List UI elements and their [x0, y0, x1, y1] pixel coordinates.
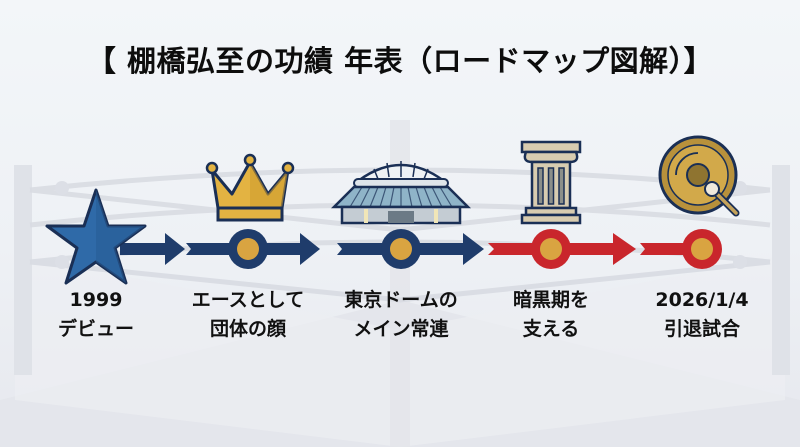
gong-icon — [658, 135, 740, 217]
milestone-line1: 暗黒期を — [512, 289, 589, 311]
timeline-node — [531, 229, 571, 269]
milestone-line2: デビュー — [57, 318, 134, 340]
page-title: 【 棚橋弘至の功績 年表（ロードマップ図解）】 — [86, 44, 714, 78]
arrow-1-icon — [120, 233, 185, 265]
milestone-line1: エースとして — [191, 289, 305, 311]
milestone-retirement: 2026/1/4 引退試合 — [617, 286, 787, 344]
milestone-ace: エースとして 団体の顔 — [163, 286, 333, 344]
milestone-line2: 支える — [522, 318, 580, 340]
milestone-line1: 2026/1/4 — [655, 289, 749, 311]
arrow-5-icon — [640, 243, 690, 255]
star-icon — [45, 188, 147, 285]
crown-icon — [205, 153, 295, 222]
milestone-line1: 1999 — [69, 289, 123, 311]
milestone-tokyo-dome: 東京ドームの メイン常連 — [316, 286, 486, 344]
dome-icon — [330, 161, 472, 225]
milestone-dark-era: 暗黒期を 支える — [466, 286, 636, 344]
milestone-debut: 1999 デビュー — [11, 286, 181, 344]
milestone-line2: 引退試合 — [663, 318, 740, 340]
pillar-icon — [520, 140, 582, 225]
timeline-node — [682, 229, 722, 269]
milestone-line2: 団体の顔 — [209, 318, 286, 340]
timeline-node — [228, 229, 268, 269]
milestone-line2: メイン常連 — [353, 318, 449, 340]
milestone-line1: 東京ドームの — [344, 289, 458, 311]
timeline-node — [381, 229, 421, 269]
